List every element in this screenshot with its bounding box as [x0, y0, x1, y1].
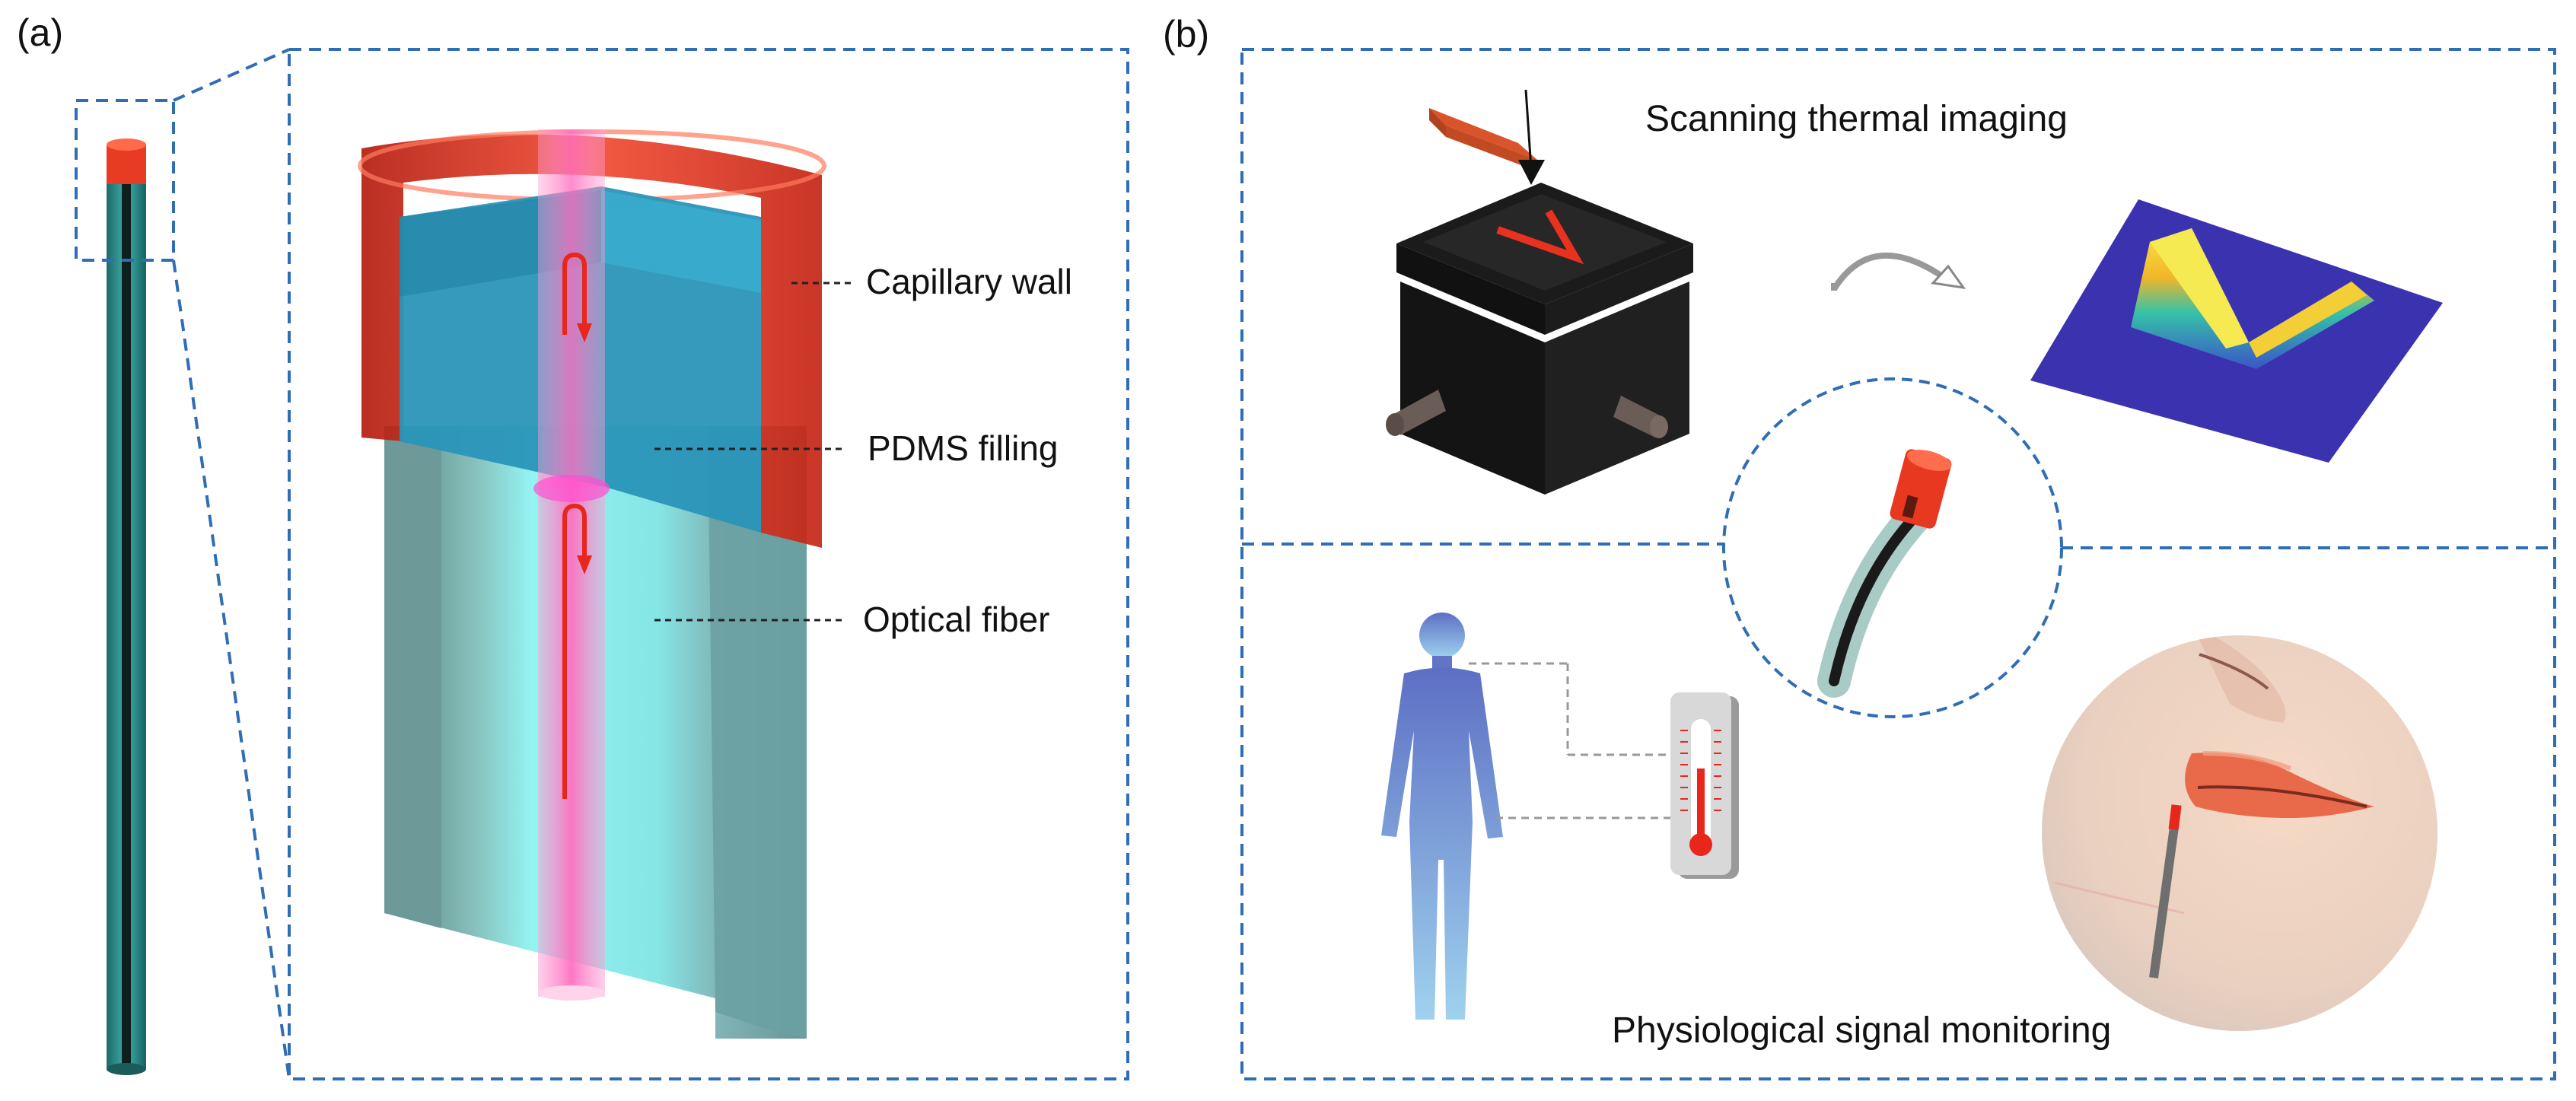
scanning-title: Scanning thermal imaging — [1645, 99, 2068, 139]
label-capillary-wall: Capillary wall — [866, 262, 1072, 301]
panel-b-frame — [1240, 48, 2556, 1080]
label-optical-fiber: Optical fiber — [863, 600, 1049, 639]
monitoring-title: Physiological signal monitoring — [1612, 1010, 2111, 1051]
thermometer-icon — [1670, 692, 1739, 879]
probe-icon — [1429, 89, 1545, 185]
fiber-cutaway-illustration — [358, 129, 826, 1039]
probe-zoom-icon — [1722, 377, 2063, 718]
panel-a-tag: (a) — [17, 11, 63, 54]
label-pdms-filling: PDMS filling — [868, 428, 1059, 468]
human-body-icon — [1381, 613, 1670, 1020]
curved-arrow-icon — [1831, 252, 1966, 291]
zoom-detail-box — [288, 48, 1129, 1080]
thermal-map-icon — [2030, 199, 2443, 463]
full-fiber-icon — [107, 138, 146, 1075]
panel-b-tag: (b) — [1163, 13, 1209, 56]
zoom-source-box — [75, 99, 175, 262]
zoom-line-top — [173, 48, 290, 102]
zoom-line-bottom — [172, 259, 291, 1080]
sample-stage-icon — [1386, 183, 1693, 495]
face-sensor-icon — [2042, 635, 2437, 1031]
